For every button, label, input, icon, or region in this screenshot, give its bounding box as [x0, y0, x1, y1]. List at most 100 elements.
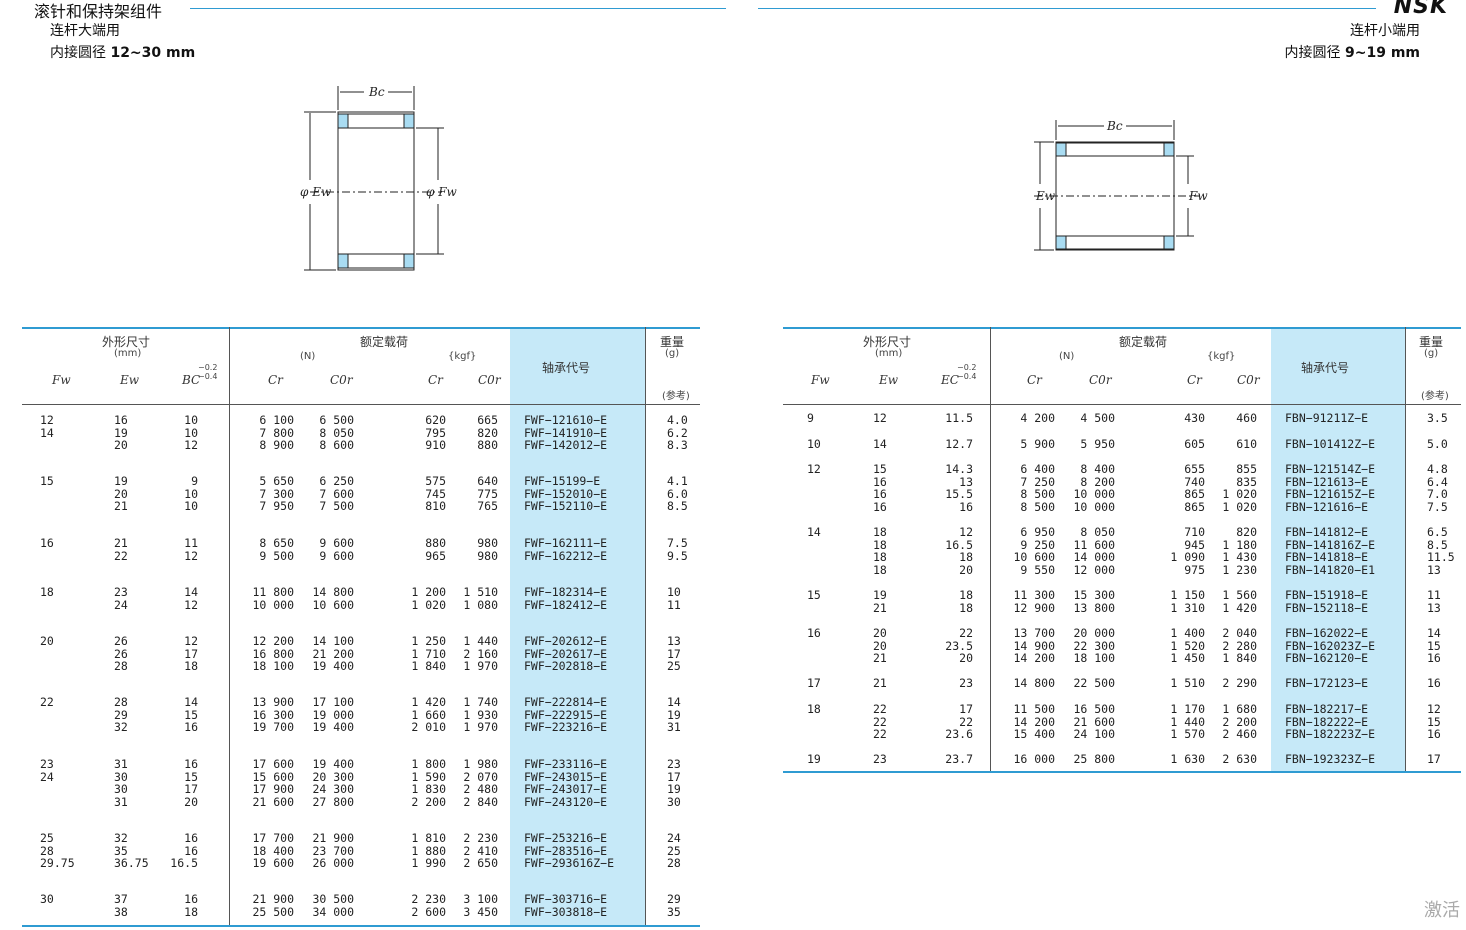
cell-ew: 14: [873, 437, 887, 451]
cell-cor_n: 14 800 10 600: [312, 585, 354, 612]
cell-fw: 15: [807, 588, 821, 602]
cell-cr_k: 710 945 1 090 975: [1170, 525, 1205, 577]
cell-cr_n: 11 500 14 200 15 400: [1013, 702, 1055, 741]
cell-cr_k: 1 810 1 880 1 990: [411, 831, 446, 870]
right-bore-range: 9~19 mm: [1344, 45, 1420, 61]
left-table: 外形尺寸 (mm) 额定载荷 (N) {kgf} 轴承代号 重量 (g) (参考…: [22, 327, 700, 929]
cell-cr_n: 13 700 14 900 14 200: [1013, 626, 1055, 665]
header-unit-g-right: (g): [1424, 348, 1439, 359]
cell-ew: 21 22: [114, 536, 128, 563]
cell-cr_n: 6 100 7 800 8 900: [259, 413, 294, 452]
cell-fw: 18: [807, 702, 821, 716]
header-tol-low: −0.4: [198, 372, 218, 381]
cell-ec: 23.7: [945, 752, 973, 766]
cell-wt: 6.5 8.5 11.5 13: [1427, 525, 1455, 577]
cell-cr_k: 1 400 1 520 1 450: [1170, 626, 1205, 665]
cell-ec: 22 23.5 20: [945, 626, 973, 665]
cell-cr_k: 1 630: [1170, 752, 1205, 766]
cell-wt: 4.0 6.2 8.3: [667, 413, 688, 452]
cell-wt: 14 19 31: [667, 695, 681, 734]
cell-ew: 22 22 22: [873, 702, 887, 741]
cell-wt: 4.1 6.0 8.5: [667, 474, 688, 513]
cell-wt: 11 13: [1427, 588, 1441, 615]
header-rule-right: [758, 8, 1376, 9]
cell-bc: 10 10 12: [184, 413, 198, 452]
section-title: 滚针和保持架组件: [34, 2, 163, 21]
cell-cor_n: 9 600 9 600: [319, 536, 354, 563]
right-subtitle: 连杆小端用: [1350, 23, 1420, 39]
left-bore-line: 内接圆径 12~30 mm: [50, 42, 195, 62]
bearing-drawing-right: Bc Ew Fw: [1034, 119, 1208, 251]
code-column-bg: [510, 327, 645, 927]
header-ew: Ew: [120, 373, 140, 387]
cell-cr_n: 4 200: [1020, 411, 1055, 425]
cell-cor_k: 1 510 1 080: [463, 585, 498, 612]
cell-cor_k: 2 040 2 280 1 840: [1222, 626, 1257, 665]
header-load: 额定载荷: [360, 335, 409, 349]
cell-cor_k: 2 630: [1222, 752, 1257, 766]
cell-code: FBN−121514Z−E FBN−121613−E FBN−121615Z−E…: [1285, 462, 1376, 514]
cell-ew: 32 35 36.75: [114, 831, 149, 870]
header-ew-right: Ew: [879, 373, 899, 387]
header-dims-right: 外形尺寸: [863, 335, 912, 349]
drawing-label-bc-right: Bc: [1106, 119, 1123, 133]
header-code-right: 轴承代号: [1301, 361, 1350, 375]
cell-cor_k: 610: [1236, 437, 1257, 451]
cell-cor_n: 8 050 11 600 14 000 12 000: [1073, 525, 1115, 577]
bearing-drawing-left: Bc φ Ew φ Fw: [300, 85, 458, 271]
cell-cor_n: 22 500: [1073, 676, 1115, 690]
cell-cr_n: 17 600 15 600 17 900 21 600: [252, 757, 294, 809]
header-ref: (参考): [662, 391, 690, 402]
cell-ew: 16 19 20: [114, 413, 128, 452]
cell-cr_n: 21 900 25 500: [252, 892, 294, 919]
cell-code: FWF−202612−E FWF−202617−E FWF−202818−E: [524, 634, 608, 673]
header-unit-kgf: {kgf}: [448, 351, 477, 362]
header-bc: BC: [182, 373, 201, 387]
header-code: 轴承代号: [542, 361, 591, 375]
nsk-logo: NSK: [1393, 0, 1448, 19]
header-weight-right: 重量: [1419, 335, 1444, 349]
cell-cor_k: 2 290: [1222, 676, 1257, 690]
cell-cor_k: 855 835 1 020 1 020: [1222, 462, 1257, 514]
left-bore-range: 12~30 mm: [110, 45, 196, 61]
cell-fw: 12 14: [40, 413, 54, 440]
right-bore-label: 内接圆径: [1284, 45, 1341, 61]
cell-wt: 5.0: [1427, 437, 1448, 451]
cell-wt: 23 17 19 30: [667, 757, 681, 809]
header-unit-g: (g): [665, 348, 680, 359]
cell-cr_n: 6 950 9 250 10 600 9 550: [1013, 525, 1055, 577]
cell-cr_k: 1 510: [1170, 676, 1205, 690]
cell-code: FBN−101412Z−E: [1285, 437, 1376, 451]
cell-cr_k: 605: [1184, 437, 1205, 451]
cell-wt: 7.5 9.5: [667, 536, 688, 563]
cell-cr_n: 17 700 18 400 19 600: [252, 831, 294, 870]
cell-ew: 20 20 21: [873, 626, 887, 665]
cell-cor_n: 14 100 21 200 19 400: [312, 634, 354, 673]
cell-cr_n: 14 800: [1013, 676, 1055, 690]
cell-wt: 14 15 16: [1427, 626, 1441, 665]
cell-wt: 12 15 16: [1427, 702, 1441, 741]
cell-code: FWF−162111−E FWF−162212−E: [524, 536, 608, 563]
cell-bc: 14 15 16: [184, 695, 198, 734]
cell-cor_n: 30 500 34 000: [312, 892, 354, 919]
cell-ew: 21: [873, 676, 887, 690]
cell-cor_n: 17 100 19 000 19 400: [312, 695, 354, 734]
header-unit-n: (N): [300, 351, 316, 362]
cell-wt: 10 11: [667, 585, 681, 612]
cell-cor_n: 4 500: [1080, 411, 1115, 425]
cell-cor_k: 1 680 2 200 2 460: [1222, 702, 1257, 741]
cell-fw: 22: [40, 695, 54, 709]
header-unit-mm: (mm): [114, 348, 142, 359]
cell-cor_k: 3 100 3 450: [463, 892, 498, 919]
code-column-bg-right: [1271, 327, 1405, 773]
header-cor-kgf-right: C0r: [1237, 373, 1260, 387]
cell-code: FBN−182217−E FBN−182222−E FBN−182223Z−E: [1285, 702, 1376, 741]
cell-code: FWF−222814−E FWF−222915−E FWF−223216−E: [524, 695, 608, 734]
header-cr-kgf-right: Cr: [1187, 373, 1202, 387]
header-tol-up: −0.2: [198, 363, 218, 372]
watermark: 激活: [1424, 900, 1460, 921]
drawing-label-fw-right: Fw: [1188, 189, 1208, 203]
cell-cor_k: 980 980: [477, 536, 498, 563]
header-tol-low-right: −0.4: [957, 372, 977, 381]
cell-code: FBN−172123−E: [1285, 676, 1369, 690]
